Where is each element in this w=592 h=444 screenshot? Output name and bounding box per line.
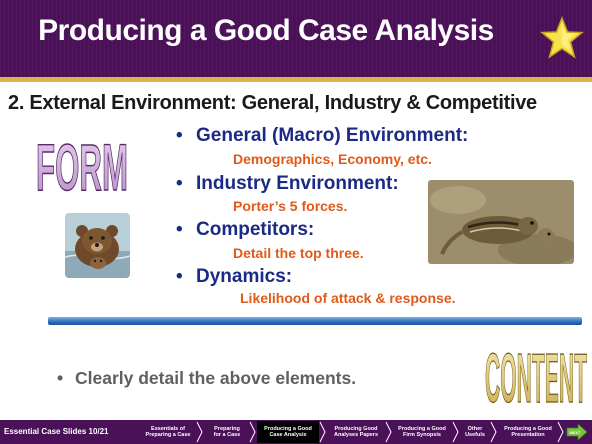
- next-arrow-icon[interactable]: NEXT: [566, 423, 588, 441]
- nav-tab-line1: Essentials of: [151, 425, 185, 432]
- detail-dynamics: Likelihood of attack & response.: [240, 290, 456, 306]
- nav-tab-line1: Producing a Good: [504, 425, 552, 432]
- bullet-label: Competitors:: [196, 219, 315, 240]
- bullet-label: General (Macro) Environment:: [196, 125, 469, 146]
- detail-general-environment: Demographics, Economy, etc.: [233, 151, 432, 167]
- nav-tab-line2: for a Case: [213, 432, 241, 438]
- nav-tab-line1: Producing Good: [334, 425, 378, 432]
- nav-separator: [557, 421, 564, 443]
- nav-tab-line1: Producing a Good: [264, 425, 312, 432]
- bullet-competitors: •Competitors:: [176, 219, 315, 240]
- nav-tab-line2: Firm Synopsis: [403, 432, 441, 438]
- divider-bar: [48, 317, 582, 325]
- nav-tab-line2: Usefuls: [465, 432, 485, 438]
- nav-separator: [319, 421, 326, 443]
- bear-image: [65, 213, 130, 278]
- nav-separator: [249, 421, 256, 443]
- form-word-art: FORM: [35, 130, 128, 198]
- slide-counter: Essential Case Slides 10/21: [4, 427, 109, 436]
- detail-competitors: Detail the top three.: [233, 245, 364, 261]
- title-bar: [0, 0, 592, 80]
- bullet-dynamics: •Dynamics:: [176, 266, 293, 287]
- nav-tab-line1: Producing a Good: [398, 425, 446, 432]
- nav-tab-line1: Other: [467, 425, 483, 432]
- nav-separator: [490, 421, 497, 443]
- nav-tab-line2: Preparing a Case: [145, 432, 191, 438]
- bullet-label: Dynamics:: [196, 266, 293, 287]
- bullet-industry-environment: •Industry Environment:: [176, 173, 399, 194]
- content-word-art: CONTENT: [484, 338, 587, 408]
- svg-text:FORM: FORM: [36, 130, 128, 198]
- detail-industry-environment: Porter’s 5 forces.: [233, 198, 348, 214]
- chipmunk-image: [428, 180, 574, 264]
- nav-tab-line2: Case Analysis: [269, 432, 307, 438]
- nav-separator: [385, 421, 392, 443]
- svg-text:CONTENT: CONTENT: [485, 339, 587, 408]
- nav-tab-line2: Presentation: [511, 432, 545, 438]
- summary-bullet: •Clearly detail the above elements.: [57, 368, 357, 388]
- nav-tab-line2: Analyses Papers: [333, 432, 379, 438]
- bullet-general-environment: •General (Macro) Environment:: [176, 125, 469, 146]
- nav-separator: [196, 421, 203, 443]
- slide-title: Producing a Good Case Analysis: [38, 14, 494, 47]
- star-icon: [540, 16, 584, 59]
- nav-separator: [452, 421, 459, 443]
- section-heading: 2. External Environment: General, Indust…: [8, 92, 537, 114]
- title-underline: [0, 77, 592, 82]
- summary-text: Clearly detail the above elements.: [75, 368, 357, 388]
- svg-text:NEXT: NEXT: [570, 430, 581, 435]
- nav-tab-line1: Preparing: [214, 425, 240, 432]
- bullet-label: Industry Environment:: [196, 173, 399, 194]
